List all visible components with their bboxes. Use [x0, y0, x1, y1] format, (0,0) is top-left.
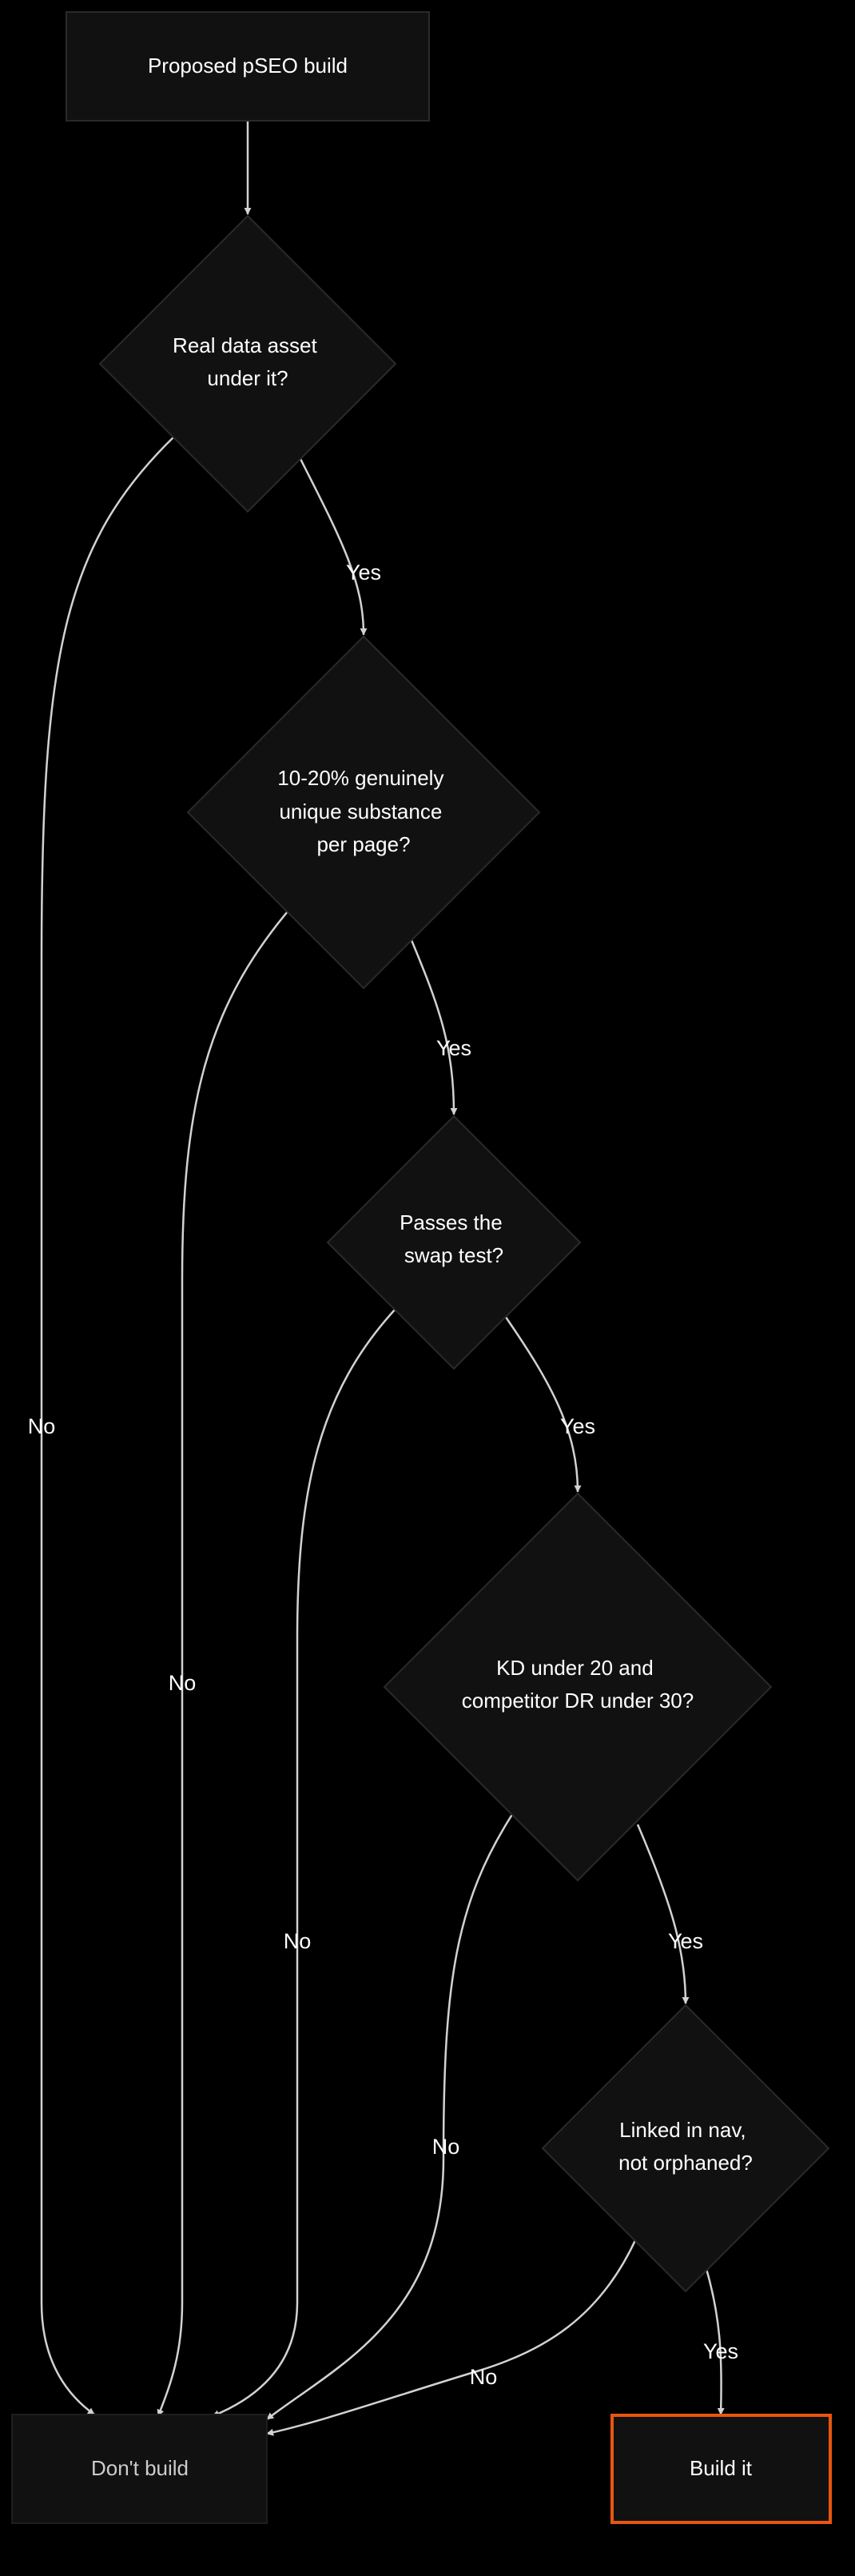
edge-swap-no — [212, 1307, 397, 2418]
terminal-dont-build-box — [11, 2414, 268, 2524]
decision-swap-test-line-1: Passes the — [400, 1210, 503, 1234]
node-start-text: Proposed pSEO build — [148, 54, 348, 78]
decision-swap-test-diamond — [326, 1115, 582, 1370]
label-nav-no: No — [470, 2365, 498, 2389]
decision-unique-substance-line-1: 10-20% genuinely — [277, 766, 443, 790]
label-swap-no: No — [284, 1929, 312, 1953]
label-kd-yes: Yes — [668, 1929, 703, 1953]
decision-data-asset-diamond — [98, 214, 397, 513]
decision-data-asset-line-1: Real data asset — [173, 333, 317, 357]
decision-kd-dr-line-1: KD under 20 and — [496, 1656, 654, 1680]
edge-kd-yes — [636, 1824, 690, 2004]
node-start-box — [66, 11, 430, 122]
label-data-yes: Yes — [346, 560, 381, 584]
edge-data-yes — [299, 458, 368, 636]
decision-linked-nav: Linked in nav, not orphaned? — [541, 2004, 830, 2293]
decision-swap-test: Passes the swap test? — [326, 1115, 582, 1370]
decision-linked-nav-line-1: Linked in nav, — [619, 2118, 746, 2142]
terminal-build-it: Build it — [610, 2414, 832, 2524]
edge-swap-yes — [503, 1315, 582, 1493]
node-start-line-1: Proposed pSEO build — [148, 54, 348, 78]
edge-labels: Yes No Yes No Yes No Yes No Yes No — [28, 560, 738, 2389]
label-unique-no: No — [169, 1671, 197, 1695]
label-unique-yes: Yes — [436, 1036, 471, 1060]
decision-unique-substance-line-3: per page? — [316, 832, 410, 856]
terminal-build-it-text: Build it — [690, 2456, 753, 2480]
terminal-build-it-line-1: Build it — [690, 2456, 753, 2480]
decision-swap-test-line-2: swap test? — [404, 1243, 503, 1267]
terminal-dont-build-line-1: Don't build — [91, 2456, 189, 2480]
edge-nav-yes — [705, 2268, 725, 2415]
label-nav-yes: Yes — [703, 2339, 738, 2363]
node-start: Proposed pSEO build — [66, 11, 430, 122]
decision-kd-dr-diamond — [383, 1492, 773, 1882]
decision-linked-nav-diamond — [541, 2004, 830, 2293]
decision-data-asset: Real data asset under it? — [98, 214, 397, 513]
decision-data-asset-text: Real data asset under it? — [173, 333, 323, 390]
decision-unique-substance-text: 10-20% genuinely unique substance per pa… — [277, 766, 449, 856]
decision-kd-dr: KD under 20 and competitor DR under 30? — [383, 1492, 773, 1882]
decision-linked-nav-text: Linked in nav, not orphaned? — [618, 2118, 753, 2175]
terminal-dont-build-text: Don't build — [91, 2456, 189, 2480]
edge-data-no — [40, 436, 175, 2416]
label-data-no: No — [28, 1414, 56, 1438]
terminal-dont-build: Don't build — [11, 2414, 268, 2524]
decision-unique-substance: 10-20% genuinely unique substance per pa… — [186, 635, 541, 990]
terminal-build-it-box — [610, 2414, 832, 2524]
label-swap-yes: Yes — [560, 1414, 595, 1438]
edge-unique-no — [157, 911, 288, 2417]
label-kd-no: No — [432, 2135, 460, 2159]
decision-linked-nav-line-2: not orphaned? — [618, 2151, 753, 2175]
decision-unique-substance-diamond — [186, 635, 541, 990]
nodes: Proposed pSEO build Real data asset unde… — [11, 11, 832, 2524]
decision-unique-substance-line-2: unique substance — [279, 800, 442, 823]
decision-kd-dr-line-2: competitor DR under 30? — [462, 1689, 694, 1713]
edge-nav-no — [266, 2238, 638, 2436]
edges — [40, 122, 725, 2436]
edge-kd-no — [266, 1812, 515, 2420]
decision-kd-dr-text: KD under 20 and competitor DR under 30? — [462, 1656, 694, 1713]
decision-data-asset-line-2: under it? — [207, 366, 288, 390]
decision-swap-test-text: Passes the swap test? — [400, 1210, 508, 1267]
edge-unique-yes — [410, 939, 458, 1115]
